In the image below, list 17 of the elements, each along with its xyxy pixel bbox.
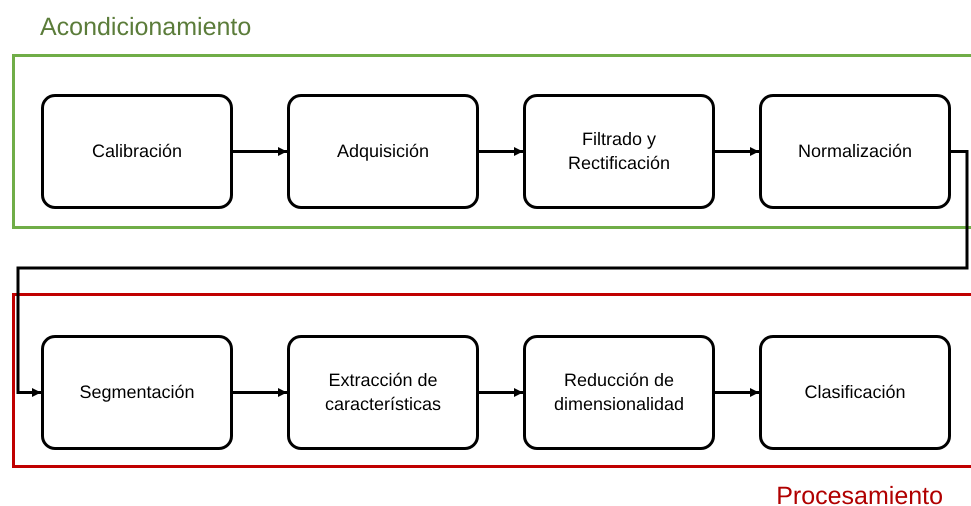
group-heading: Acondicionamiento [40,13,252,42]
arrow [479,388,523,397]
process-box: Normalización [759,94,951,209]
arrow [715,388,759,397]
arrow [479,147,523,156]
process-box: Reducción de dimensionalidad [523,335,715,450]
process-box: Filtrado y Rectificación [523,94,715,209]
process-box: Adquisición [287,94,479,209]
group-heading: Procesamiento [776,482,943,506]
arrow [233,147,287,156]
process-box: Extracción de características [287,335,479,450]
arrow [715,147,759,156]
process-box: Calibración [41,94,233,209]
arrow [16,150,968,397]
process-box: Segmentación [41,335,233,450]
process-box: Clasificación [759,335,951,450]
arrow [233,388,287,397]
